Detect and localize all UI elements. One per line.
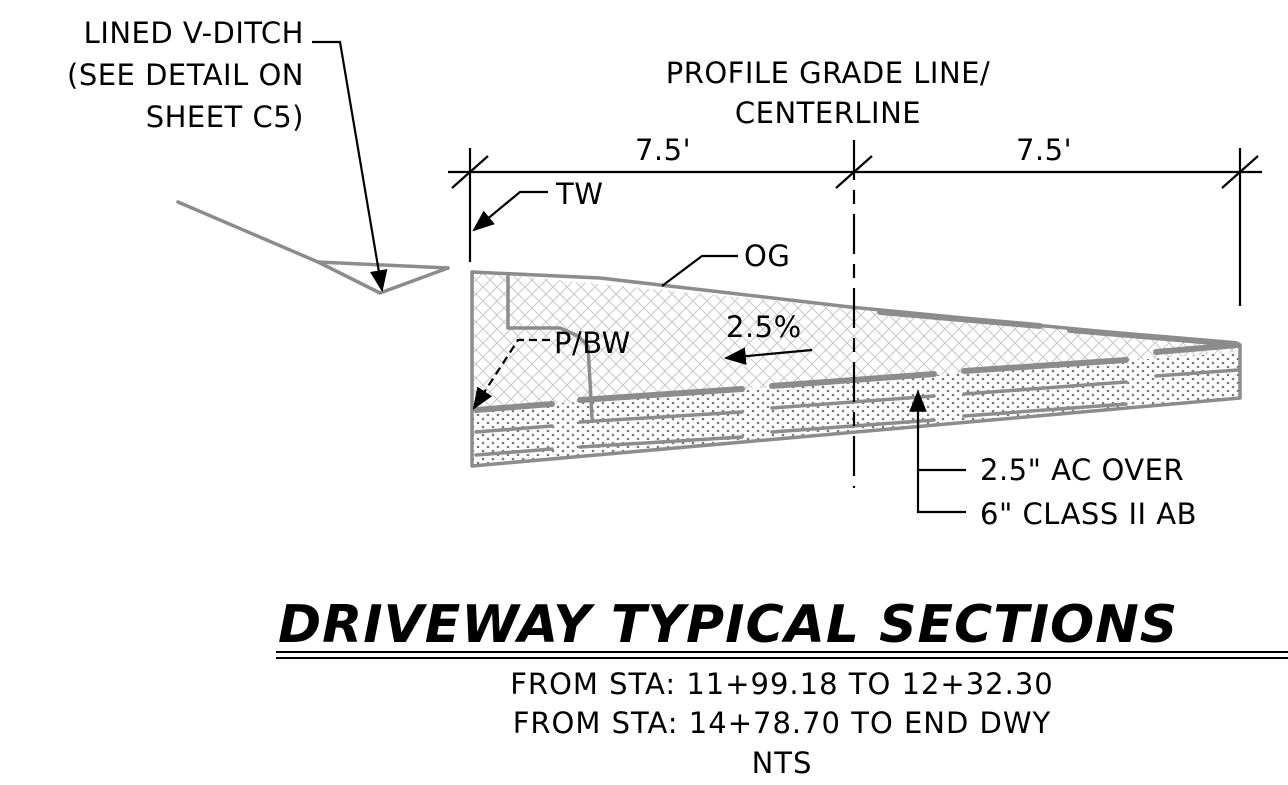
existing-ground-hatch	[472, 272, 1240, 410]
berm-wall-line	[506, 272, 594, 420]
og-label: OG	[744, 239, 790, 273]
pavement-label-line2: 6" CLASS II AB	[980, 497, 1197, 531]
original-ground-line	[470, 270, 1242, 347]
dimension-left-label: 7.5'	[635, 133, 691, 167]
dimension-right-label: 7.5'	[1016, 133, 1072, 167]
section-outline	[176, 200, 1242, 468]
ditch-label-line3: SHEET C5)	[146, 100, 304, 134]
pgl-label-line2: CENTERLINE	[735, 96, 921, 130]
ditch-label-line2: (SEE DETAIL ON	[67, 58, 304, 92]
slope-label: 2.5%	[726, 310, 802, 344]
scale-note: NTS	[752, 746, 813, 780]
v-ditch-line	[176, 200, 450, 295]
aggregate-base-layer	[472, 352, 1240, 466]
station-range-1: FROM STA: 11+99.18 TO 12+32.30	[510, 667, 1054, 701]
pbw-label: P/BW	[554, 326, 631, 360]
station-range-2: FROM STA: 14+78.70 TO END DWY	[513, 706, 1052, 740]
ditch-label-line1: LINED V-DITCH	[84, 16, 304, 50]
drawing-title: DRIVEWAY TYPICAL SECTIONS	[278, 595, 1178, 655]
leaders	[312, 40, 966, 514]
pavement-label-line1: 2.5" AC OVER	[980, 453, 1184, 487]
og-dashed-surface	[877, 309, 1239, 347]
pgl-label-line1: PROFILE GRADE LINE/	[666, 56, 991, 90]
tw-label: TW	[555, 177, 603, 211]
